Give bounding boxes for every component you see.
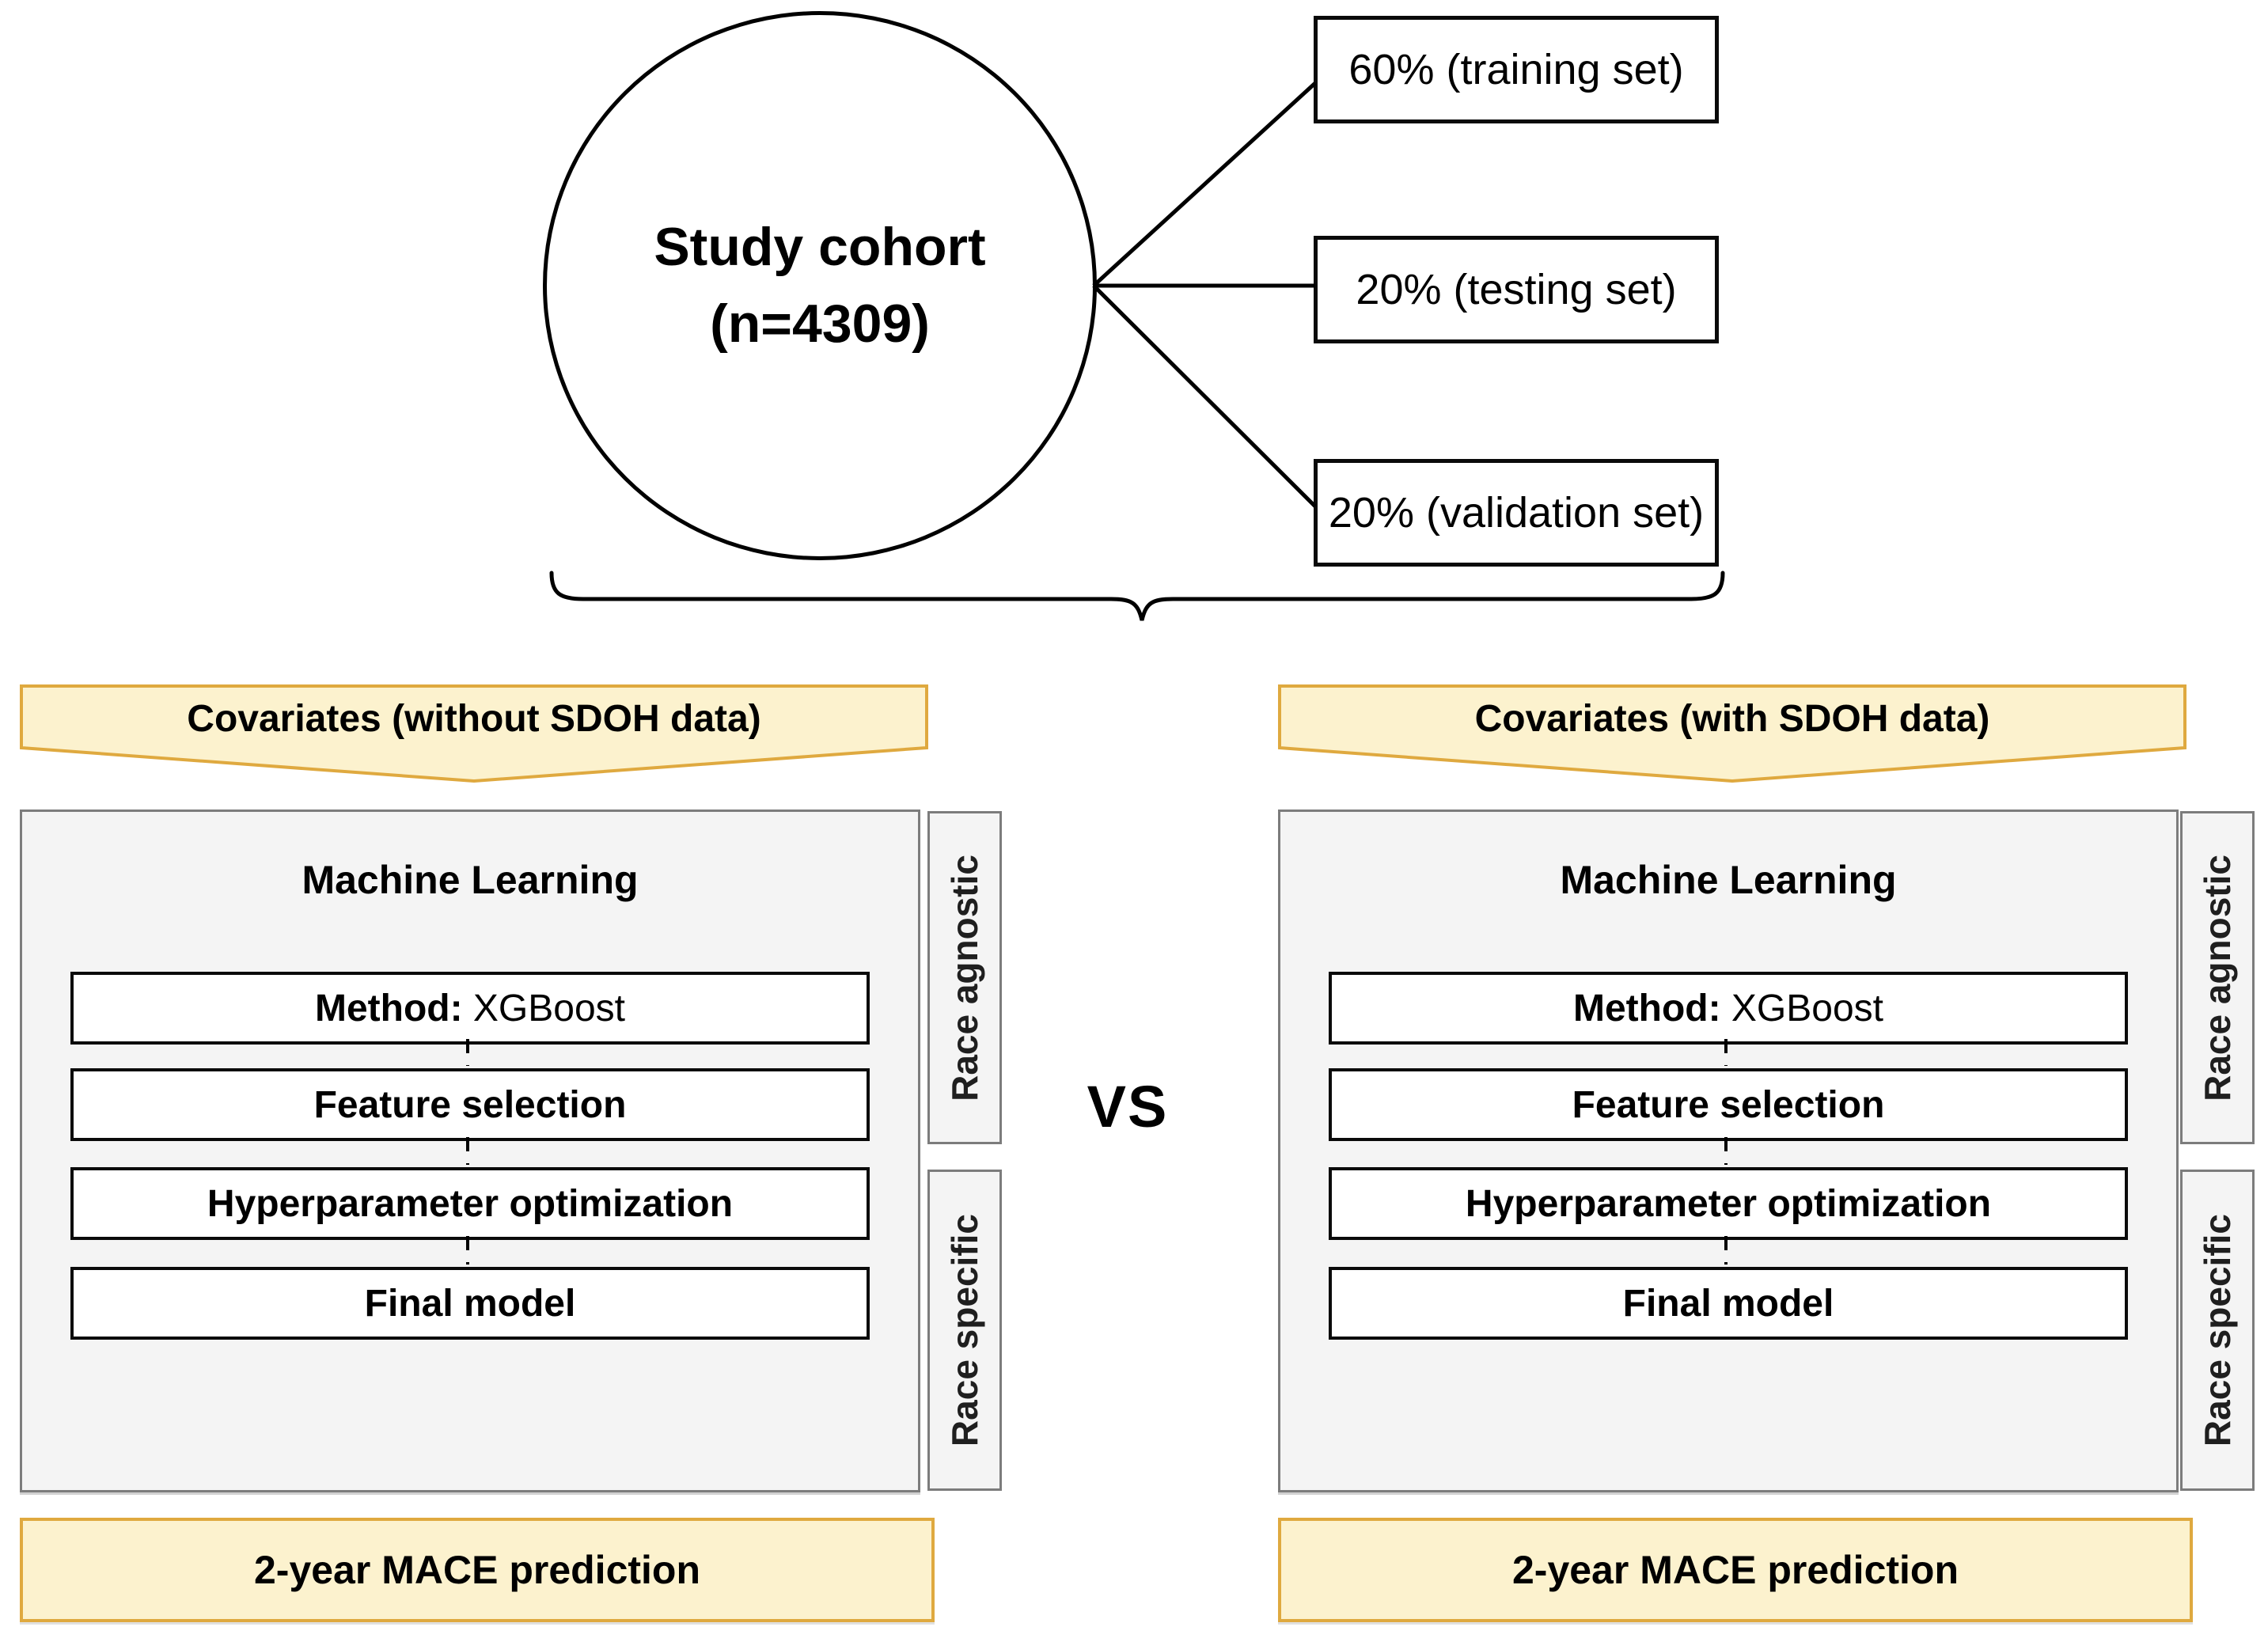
step-feature-selection-box: Feature selection xyxy=(1329,1068,2128,1141)
step-method-bold: Method: xyxy=(314,987,463,1029)
banner-shape xyxy=(1278,684,2186,783)
study-cohort-circle: Study cohort (n=4309) xyxy=(543,11,1097,560)
covariates-banner-without-sdoh: Covariates (without SDOH data) xyxy=(20,684,928,783)
step-hyperparameter-label: Hyperparameter optimization xyxy=(207,1182,734,1225)
cohort-title-line2: (n=4309) xyxy=(710,294,930,354)
step-method-box: Method: XGBoost xyxy=(1329,972,2128,1045)
step-method-box: Method: XGBoost xyxy=(70,972,870,1045)
outcome-box-without-sdoh: 2-year MACE prediction xyxy=(20,1518,935,1622)
training-set-box: 60% (training set) xyxy=(1314,16,1719,123)
covariates-without-sdoh-label: Covariates (without SDOH data) xyxy=(187,697,761,740)
split-line-validation xyxy=(1092,284,1317,508)
validation-set-label: 20% (validation set) xyxy=(1328,489,1705,537)
outcome-label: 2-year MACE prediction xyxy=(1511,1548,1959,1592)
step-hyperparameter-label: Hyperparameter optimization xyxy=(1465,1182,1992,1225)
testing-set-label: 20% (testing set) xyxy=(1356,266,1677,313)
covariates-banner-with-sdoh: Covariates (with SDOH data) xyxy=(1278,684,2186,783)
step-final-model-box: Final model xyxy=(70,1267,870,1340)
training-set-label: 60% (training set) xyxy=(1348,46,1684,93)
banner-shape xyxy=(20,684,928,783)
step-final-model-box: Final model xyxy=(1329,1267,2128,1340)
ml-panel-without-sdoh: Machine Learning Method: XGBoost Feature… xyxy=(20,810,920,1492)
split-line-training xyxy=(1092,82,1317,287)
covariates-with-sdoh-label: Covariates (with SDOH data) xyxy=(1474,697,1990,740)
ml-panel-with-sdoh: Machine Learning Method: XGBoost Feature… xyxy=(1278,810,2179,1492)
ml-panel-title: Machine Learning xyxy=(1560,858,1897,902)
vs-comparison-label: VS xyxy=(1087,1074,1169,1139)
race-agnostic-text: Race agnostic xyxy=(2197,854,2238,1101)
step-hyperparameter-box: Hyperparameter optimization xyxy=(1329,1167,2128,1240)
step-feature-selection-label: Feature selection xyxy=(313,1083,627,1126)
race-agnostic-text: Race agnostic xyxy=(944,854,985,1101)
step-final-model-label: Final model xyxy=(1622,1282,1834,1325)
step-method-regular: XGBoost xyxy=(462,987,626,1029)
step-feature-selection-box: Feature selection xyxy=(70,1068,870,1141)
race-agnostic-label-right: Race agnostic xyxy=(2180,811,2255,1144)
step-feature-selection-label: Feature selection xyxy=(1572,1083,1885,1126)
race-specific-label-left: Race specific xyxy=(927,1170,1002,1491)
outcome-box-with-sdoh: 2-year MACE prediction xyxy=(1278,1518,2193,1622)
race-specific-text: Race specific xyxy=(944,1213,985,1447)
race-specific-label-right: Race specific xyxy=(2180,1170,2255,1491)
step-method-regular: XGBoost xyxy=(1720,987,1884,1029)
step-hyperparameter-box: Hyperparameter optimization xyxy=(70,1167,870,1240)
step-final-model-label: Final model xyxy=(364,1282,576,1325)
step-method-bold: Method: xyxy=(1572,987,1721,1029)
outcome-label: 2-year MACE prediction xyxy=(253,1548,700,1592)
cohort-brace xyxy=(549,571,1725,621)
cohort-title-line1: Study cohort xyxy=(654,217,986,278)
testing-set-box: 20% (testing set) xyxy=(1314,236,1719,343)
ml-panel-title: Machine Learning xyxy=(302,858,639,902)
race-agnostic-label-left: Race agnostic xyxy=(927,811,1002,1144)
race-specific-text: Race specific xyxy=(2197,1213,2238,1447)
validation-set-box: 20% (validation set) xyxy=(1314,459,1719,567)
